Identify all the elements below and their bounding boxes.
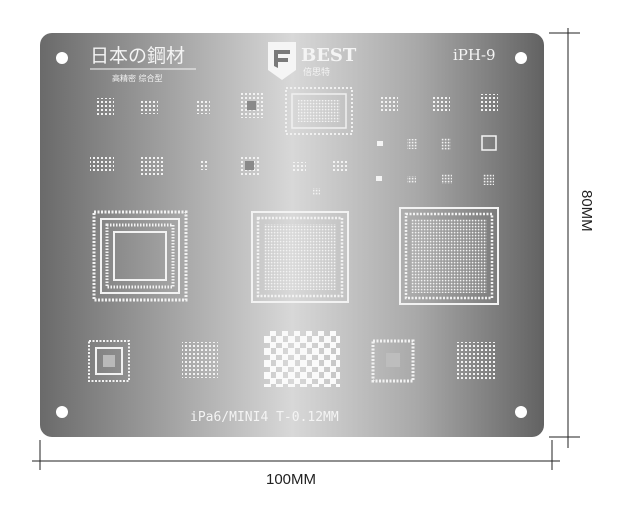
checker-pad bbox=[264, 331, 340, 387]
brand-logo: BEST 倍思特 bbox=[268, 42, 357, 80]
mount-hole-top-left bbox=[56, 52, 68, 64]
height-label: 80MM bbox=[578, 190, 595, 232]
top-center-chip bbox=[285, 87, 353, 135]
maker-sub-text: 高精密 综合型 bbox=[112, 73, 163, 83]
bottom-chip-row bbox=[88, 331, 495, 387]
small-pad-cluster-right bbox=[376, 135, 497, 185]
footer-text: iPa6/MINI4 T-0.12MM bbox=[190, 410, 339, 425]
large-chip-left bbox=[92, 210, 188, 302]
model-text: iPH-9 bbox=[453, 46, 496, 64]
large-chip-right bbox=[399, 207, 499, 305]
width-dimension: 100MM bbox=[32, 440, 560, 488]
small-ic-row-2 bbox=[90, 155, 347, 195]
small-ic-row-1 bbox=[96, 93, 498, 118]
height-dimension: 80MM bbox=[549, 28, 595, 448]
mount-hole-bottom-left bbox=[56, 406, 68, 418]
mount-hole-top-right bbox=[515, 52, 527, 64]
width-label: 100MM bbox=[266, 471, 316, 488]
large-chip-center bbox=[251, 211, 349, 303]
brand-cn: 倍思特 bbox=[303, 66, 330, 78]
brand-name: BEST bbox=[301, 45, 357, 66]
mount-hole-bottom-right bbox=[515, 406, 527, 418]
maker-jp-text: 日本の鋼材 bbox=[90, 45, 185, 67]
